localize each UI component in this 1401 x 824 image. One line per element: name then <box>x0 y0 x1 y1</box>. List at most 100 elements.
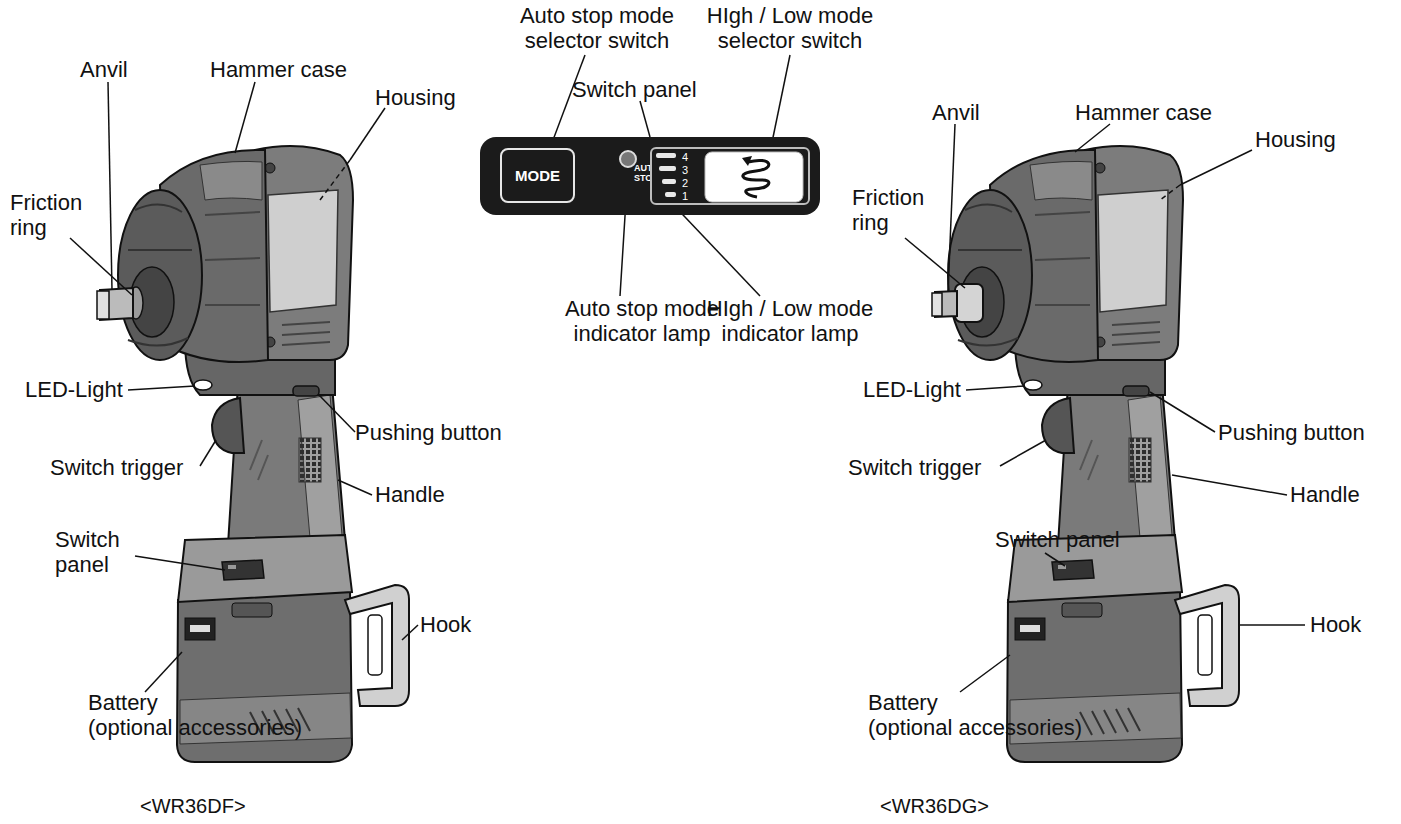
label-box: Auto stop mode selector switch <box>512 3 682 53</box>
label-box: Switch panel <box>995 527 1120 552</box>
spiral-button <box>705 152 803 202</box>
label-box: HIgh / Low mode selector switch <box>695 3 885 53</box>
leader-line <box>1150 392 1215 432</box>
part-label: Hook <box>420 612 471 637</box>
leader-line <box>70 238 132 295</box>
label-box: Handle <box>1290 482 1360 507</box>
leader-line <box>135 556 225 570</box>
anvil-end <box>932 293 942 316</box>
leader-line <box>108 82 112 290</box>
label-box: Auto stop mode indicator lamp <box>557 296 727 346</box>
label-box: Pushing button <box>1218 420 1365 445</box>
part-label: Switch panel <box>55 527 135 577</box>
label-box: Battery (optional accessories) <box>88 690 338 740</box>
label-box: Friction ring <box>10 190 100 240</box>
part-label: Pushing button <box>355 420 502 445</box>
level-number: 3 <box>682 164 688 177</box>
spiral-arrow <box>742 156 752 166</box>
leader-line-hidden <box>1160 185 1180 200</box>
part-label: LED-Light <box>863 377 961 402</box>
part-label: Housing <box>1255 127 1336 152</box>
label-box: Switch trigger <box>848 455 981 480</box>
leader-line <box>145 652 182 692</box>
label-box: <WR36DG> <box>880 795 989 818</box>
label-box: LED-Light <box>25 377 123 402</box>
leader-line <box>1240 624 1305 626</box>
label-box: HIgh / Low mode indicator lamp <box>695 296 885 346</box>
part-label: Handle <box>375 482 445 507</box>
label-box: Housing <box>1255 127 1336 152</box>
leader-line <box>402 625 418 640</box>
part-label: Anvil <box>932 100 980 125</box>
part-label: Switch trigger <box>848 455 981 480</box>
label-box: <WR36DF> <box>140 795 246 818</box>
label-box: Switch trigger <box>50 455 183 480</box>
mode-button: MODE <box>500 148 575 203</box>
leader-line <box>350 108 385 160</box>
leader-line <box>966 386 1025 390</box>
label-box: Battery (optional accessories) <box>868 690 1118 740</box>
label-box: Hammer case <box>1075 100 1212 125</box>
leader-line <box>338 480 372 495</box>
label-box: Housing <box>375 85 456 110</box>
part-label: LED-Light <box>25 377 123 402</box>
indicator-lamp <box>620 151 636 167</box>
wrap-spacer <box>188 690 338 694</box>
part-label: Switch trigger <box>50 455 183 480</box>
part-label: Auto stop mode indicator lamp <box>557 296 727 346</box>
level-number: 4 <box>682 151 688 164</box>
label-box: Hammer case <box>210 57 347 82</box>
label-box: Hook <box>420 612 471 637</box>
leader-line-hidden <box>320 160 350 200</box>
anvil-end <box>97 291 109 319</box>
part-label: <WR36DG> <box>880 795 989 818</box>
label-box: Friction ring <box>852 185 942 235</box>
leader-line <box>1180 150 1252 185</box>
label-box: Switch panel <box>55 527 135 577</box>
mode-indicator-box: 4321 <box>650 147 810 205</box>
mode-bar <box>659 166 676 171</box>
leader-line <box>1075 124 1110 152</box>
leader-lines <box>70 55 1305 692</box>
wrench-right <box>948 146 1239 762</box>
leader-line <box>235 82 255 153</box>
leader-line <box>1172 475 1287 495</box>
mode-bar <box>656 153 676 158</box>
button-text: MODE <box>502 150 573 201</box>
leader-line <box>905 238 965 288</box>
leader-line <box>1045 553 1065 566</box>
friction-ring-shape <box>955 284 983 322</box>
wrench-left <box>118 146 409 762</box>
part-label: Handle <box>1290 482 1360 507</box>
switch-panel-box: Switch panelAUTO STOPMODE4321 <box>480 137 820 215</box>
part-label: <WR36DF> <box>140 795 246 818</box>
part-label: Battery (optional accessories) <box>868 690 1118 740</box>
part-label: HIgh / Low mode indicator lamp <box>695 296 885 346</box>
leader-line <box>128 386 195 390</box>
part-label: Switch panel <box>995 527 1120 552</box>
part-label: Friction ring <box>10 190 100 240</box>
part-label: Housing <box>375 85 456 110</box>
leader-line <box>318 394 355 432</box>
part-label: Anvil <box>80 57 128 82</box>
part-label: Hammer case <box>210 57 347 82</box>
wrap-spacer <box>968 690 1118 694</box>
leader-line <box>1000 440 1046 466</box>
leader-line <box>948 124 955 292</box>
part-label: Auto stop mode selector switch <box>512 3 682 53</box>
leader-line <box>640 101 650 137</box>
label-box: Handle <box>375 482 445 507</box>
label-box: Pushing button <box>355 420 502 445</box>
level-number: 1 <box>682 190 688 203</box>
leader-line <box>200 440 216 466</box>
part-label: Pushing button <box>1218 420 1365 445</box>
level-number: 2 <box>682 177 688 190</box>
mode-bar <box>665 192 676 197</box>
leader-line <box>960 655 1010 692</box>
part-label: Battery (optional accessories) <box>88 690 338 740</box>
part-label: HIgh / Low mode selector switch <box>695 3 885 53</box>
part-label: Hook <box>1310 612 1361 637</box>
label-box: Hook <box>1310 612 1361 637</box>
